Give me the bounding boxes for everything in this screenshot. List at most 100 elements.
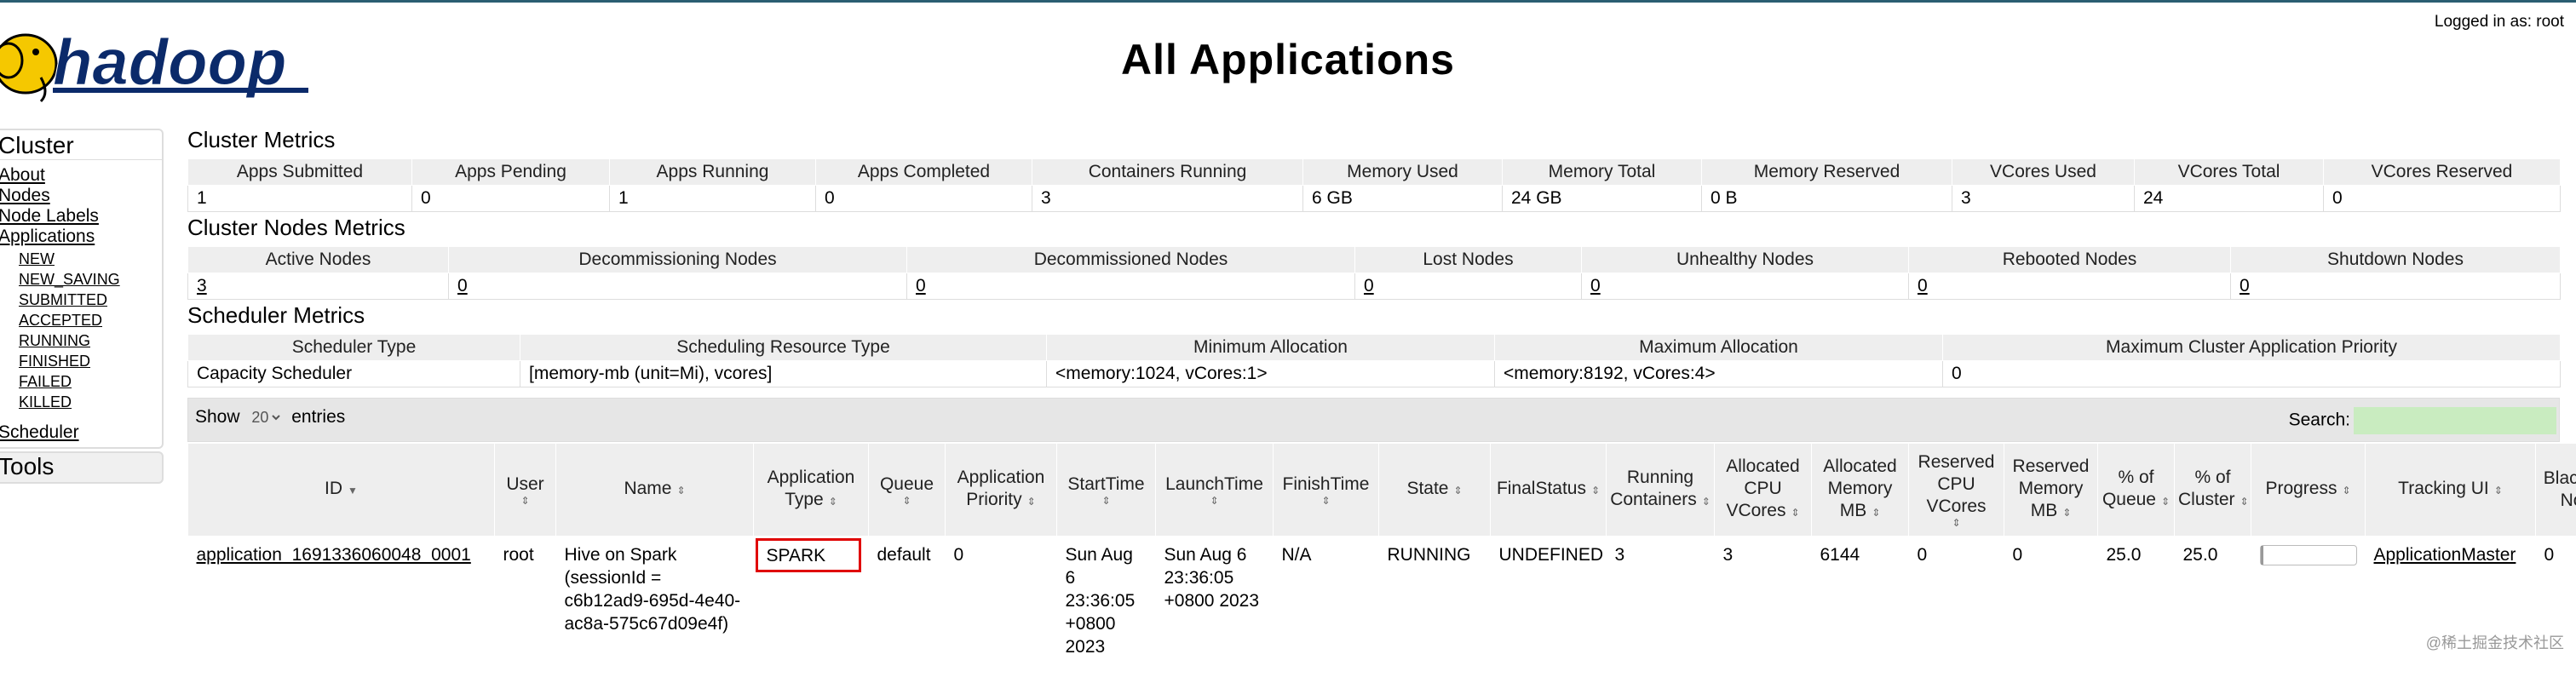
- header-vcores-reserved: VCores Reserved: [2324, 159, 2561, 186]
- state-link-new-saving[interactable]: NEW_SAVING: [19, 271, 120, 288]
- col-percent-of-cluster[interactable]: % of Cluster⇕: [2175, 443, 2251, 537]
- sidebar-tools[interactable]: Tools: [0, 451, 164, 484]
- sort-icon: ⇕: [2161, 496, 2170, 508]
- state-link-new[interactable]: NEW: [19, 250, 55, 267]
- col-launch-time[interactable]: LaunchTime⇕: [1156, 443, 1274, 537]
- nodes-metrics-title: Cluster Nodes Metrics: [187, 212, 2560, 246]
- col-user[interactable]: User⇕: [495, 443, 556, 537]
- sidebar-link-node-labels[interactable]: Node Labels: [0, 206, 162, 227]
- state-link-killed[interactable]: KILLED: [19, 393, 72, 410]
- cell-allocated-vcores: 3: [1715, 537, 1812, 683]
- sort-icon: ⇕: [1159, 496, 1269, 506]
- header-decommissioning-nodes: Decommissioning Nodes: [449, 247, 907, 273]
- state-link-submitted[interactable]: SUBMITTED: [19, 291, 107, 308]
- scheduler-metrics-table: Scheduler Type Scheduling Resource Type …: [187, 334, 2561, 387]
- applications-header-row: ID▼ User⇕ Name⇕ Application Type⇕ Queue⇕…: [188, 443, 2576, 537]
- cell-application-type: SPARK: [754, 537, 869, 683]
- cell-reserved-vcores: 0: [1909, 537, 2004, 683]
- sidebar-link-applications[interactable]: Applications: [0, 227, 162, 247]
- cell-progress: [2251, 537, 2366, 683]
- header-apps-submitted: Apps Submitted: [188, 159, 412, 186]
- state-link-failed[interactable]: FAILED: [19, 373, 72, 390]
- sidebar-link-scheduler[interactable]: Scheduler: [0, 422, 162, 443]
- sort-desc-icon: ▼: [348, 485, 358, 496]
- cell-state: RUNNING: [1379, 537, 1491, 683]
- value-minimum-allocation: <memory:1024, vCores:1>: [1047, 361, 1495, 387]
- sort-icon: ⇕: [2494, 485, 2503, 496]
- sort-icon: ⇕: [2342, 485, 2350, 496]
- col-queue[interactable]: Queue⇕: [869, 443, 946, 537]
- value-vcores-reserved: 0: [2324, 186, 2561, 212]
- link-rebooted-nodes[interactable]: 0: [1918, 276, 1928, 296]
- link-lost-nodes[interactable]: 0: [1364, 276, 1374, 296]
- link-decommissioning-nodes[interactable]: 0: [457, 276, 468, 296]
- cell-blacklisted-nodes: 0: [2536, 537, 2576, 683]
- value-scheduling-resource-type: [memory-mb (unit=Mi), vcores]: [520, 361, 1047, 387]
- header-maximum-allocation: Maximum Allocation: [1495, 335, 1943, 361]
- col-application-priority[interactable]: Application Priority⇕: [946, 443, 1057, 537]
- sort-icon: ⇕: [1277, 496, 1375, 506]
- col-blacklisted-nodes[interactable]: Blacklisted Nodes: [2536, 443, 2576, 537]
- table-row: application_1691336060048_0001 root Hive…: [188, 537, 2576, 683]
- sidebar-cluster-heading[interactable]: Cluster: [0, 130, 162, 160]
- sort-icon: ⇕: [1591, 485, 1600, 496]
- col-running-containers[interactable]: Running Containers⇕: [1607, 443, 1715, 537]
- search-input[interactable]: [2354, 407, 2556, 434]
- col-progress[interactable]: Progress⇕: [2251, 443, 2366, 537]
- tracking-ui-link[interactable]: ApplicationMaster: [2374, 545, 2516, 565]
- col-state[interactable]: State⇕: [1379, 443, 1491, 537]
- link-active-nodes[interactable]: 3: [197, 276, 207, 296]
- col-final-status[interactable]: FinalStatus⇕: [1491, 443, 1607, 537]
- cell-percent-queue: 25.0: [2098, 537, 2175, 683]
- sort-icon: ⇕: [1061, 496, 1152, 506]
- main-content: Cluster Metrics Apps Submitted Apps Pend…: [187, 124, 2560, 683]
- value-vcores-used: 3: [1952, 186, 2135, 212]
- sort-icon: ⇕: [1027, 496, 1036, 508]
- state-link-finished[interactable]: FINISHED: [19, 353, 90, 370]
- link-shutdown-nodes[interactable]: 0: [2240, 276, 2250, 296]
- col-tracking-ui[interactable]: Tracking UI⇕: [2366, 443, 2536, 537]
- cell-launch-time: Sun Aug 6 23:36:05 +0800 2023: [1156, 537, 1274, 683]
- scheduler-metrics-title: Scheduler Metrics: [187, 300, 2560, 334]
- sidebar-nav: Cluster About Nodes Node Labels Applicat…: [0, 129, 164, 449]
- col-application-type[interactable]: Application Type⇕: [754, 443, 869, 537]
- cell-running-containers: 3: [1607, 537, 1715, 683]
- col-start-time[interactable]: StartTime⇕: [1057, 443, 1156, 537]
- col-name[interactable]: Name⇕: [556, 443, 754, 537]
- highlight-box: SPARK: [756, 538, 861, 572]
- col-id[interactable]: ID▼: [188, 443, 495, 537]
- col-allocated-cpu-vcores[interactable]: Allocated CPU VCores⇕: [1715, 443, 1812, 537]
- entries-select[interactable]: 20: [248, 408, 283, 427]
- col-reserved-memory-mb[interactable]: Reserved Memory MB⇕: [2004, 443, 2098, 537]
- header-decommissioned-nodes: Decommissioned Nodes: [907, 247, 1355, 273]
- header-rebooted-nodes: Rebooted Nodes: [1909, 247, 2231, 273]
- header-containers-running: Containers Running: [1032, 159, 1303, 186]
- state-link-running[interactable]: RUNNING: [19, 332, 90, 349]
- sidebar-link-about[interactable]: About: [0, 165, 162, 186]
- sidebar-link-nodes[interactable]: Nodes: [0, 186, 162, 206]
- value-vcores-total: 24: [2135, 186, 2324, 212]
- col-percent-of-queue[interactable]: % of Queue⇕: [2098, 443, 2175, 537]
- col-reserved-cpu-vcores[interactable]: Reserved CPU VCores⇕: [1909, 443, 2004, 537]
- header-active-nodes: Active Nodes: [188, 247, 449, 273]
- header-apps-running: Apps Running: [610, 159, 816, 186]
- state-link-accepted[interactable]: ACCEPTED: [19, 312, 102, 329]
- link-decommissioned-nodes[interactable]: 0: [916, 276, 926, 296]
- header-max-cluster-app-priority: Maximum Cluster Application Priority: [1943, 335, 2561, 361]
- value-memory-used: 6 GB: [1303, 186, 1503, 212]
- applications-table: ID▼ User⇕ Name⇕ Application Type⇕ Queue⇕…: [187, 442, 2576, 683]
- link-unhealthy-nodes[interactable]: 0: [1590, 276, 1601, 296]
- cell-reserved-memory: 0: [2004, 537, 2098, 683]
- col-finish-time[interactable]: FinishTime⇕: [1274, 443, 1379, 537]
- col-allocated-memory-mb[interactable]: Allocated Memory MB⇕: [1812, 443, 1909, 537]
- value-scheduler-type: Capacity Scheduler: [188, 361, 520, 387]
- sort-icon: ⇕: [676, 485, 685, 496]
- watermark: @稀土掘金技术社区: [2426, 631, 2564, 653]
- header-shutdown-nodes: Shutdown Nodes: [2231, 247, 2561, 273]
- entries-control: Show 20 entries: [195, 407, 345, 428]
- show-label: Show: [195, 407, 240, 427]
- cluster-metrics-table: Apps Submitted Apps Pending Apps Running…: [187, 158, 2561, 212]
- cell-allocated-memory: 6144: [1812, 537, 1909, 683]
- header-memory-total: Memory Total: [1503, 159, 1702, 186]
- application-id-link[interactable]: application_1691336060048_0001: [197, 545, 471, 565]
